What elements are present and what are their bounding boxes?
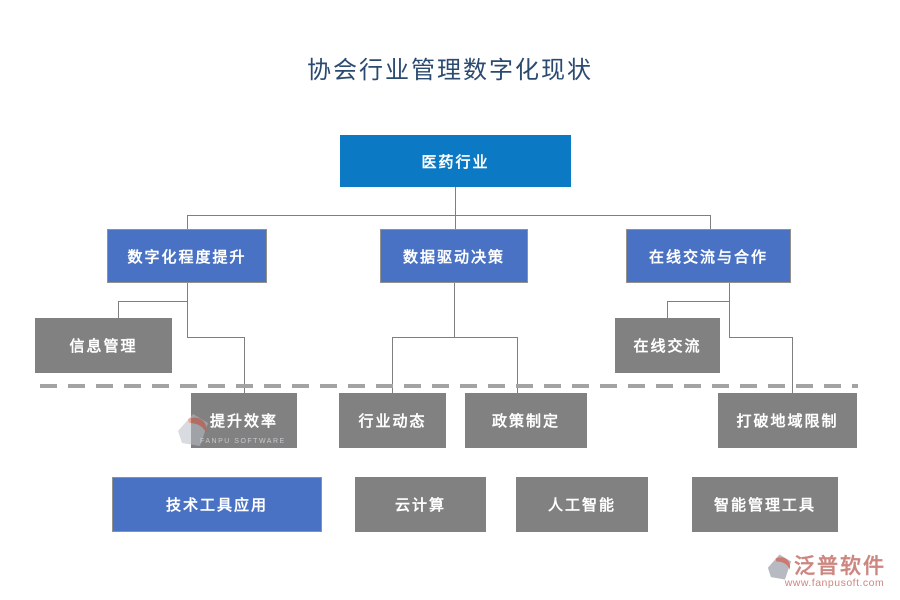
dashed-divider-line [40,384,858,388]
connector-branch3-left-arm [667,301,729,302]
connector-branch3-left-drop [667,301,668,318]
node-bottom-ai: 人工智能 [516,477,648,532]
connector-branch1-left-drop [118,301,119,318]
node-child-break-geo-limits: 打破地域限制 [718,393,857,448]
footer-brand-name: 泛普软件 [794,555,886,578]
connector-branch2-left-drop [392,337,393,393]
connector-branch1-left-arm [118,301,187,302]
connector-drop-branch-1 [187,215,188,229]
connector-drop-branch-3 [710,215,711,229]
node-bottom-cloud-computing: 云计算 [355,477,486,532]
node-branch-digitalization: 数字化程度提升 [107,229,267,283]
page-title: 协会行业管理数字化现状 [307,56,593,84]
node-root-industry: 医药行业 [340,135,571,187]
connector-branch3-right-arm [729,337,792,338]
connector-branch2-stem [454,283,455,337]
footer-logo: 泛普软件 www.fanpusoft.com [752,550,897,592]
fanpu-logo-icon [766,553,793,586]
connector-branch1-stem [187,283,188,337]
connector-branch3-right-drop [792,337,793,393]
connector-root-crossbar [187,215,710,216]
node-child-online-communication: 在线交流 [615,318,720,373]
node-child-policy-making: 政策制定 [465,393,587,448]
connector-branch2-right-drop [517,337,518,393]
connector-branch1-right-arm [187,337,244,338]
node-child-industry-trends: 行业动态 [339,393,446,448]
connector-branch1-right-drop [244,337,245,393]
connector-drop-branch-2 [455,215,456,229]
connector-branch3-stem [729,283,730,337]
footer-brand-url: www.fanpusoft.com [784,577,885,589]
node-bottom-tech-tools: 技术工具应用 [112,477,322,532]
node-branch-data-decision: 数据驱动决策 [380,229,528,283]
connector-branch2-crossbar [392,337,517,338]
node-child-info-management: 信息管理 [35,318,172,373]
node-branch-online-cooperation: 在线交流与合作 [626,229,791,283]
connector-root-stem [455,187,456,215]
node-bottom-smart-tools: 智能管理工具 [692,477,838,532]
node-child-efficiency: 提升效率 [191,393,297,448]
